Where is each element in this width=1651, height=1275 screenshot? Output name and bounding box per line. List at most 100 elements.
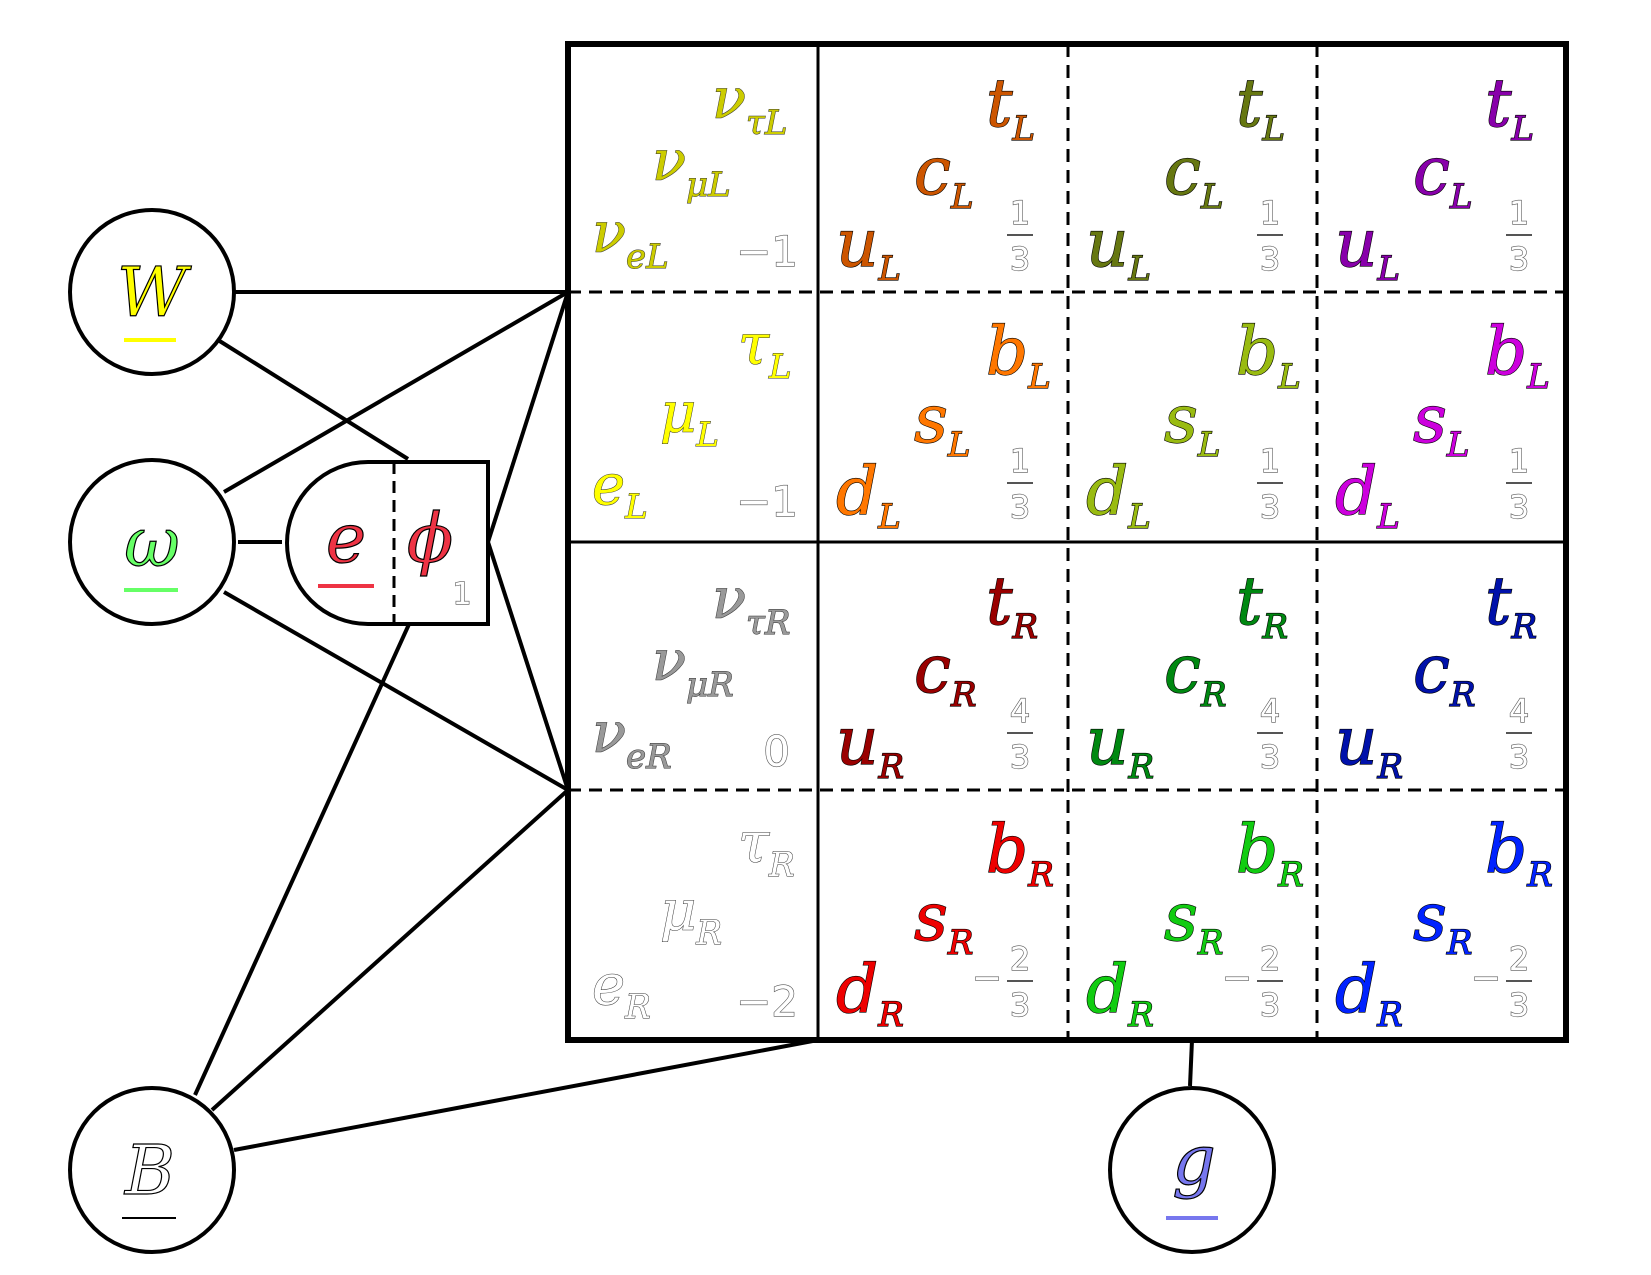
quark-d-R: dR — [1335, 951, 1403, 1035]
quark-charge-denominator: 3 — [1010, 738, 1030, 776]
lepton-mu-R: μR — [660, 879, 722, 953]
lepton-charge-row2: 0 — [763, 727, 790, 776]
boson-W-circle — [68, 208, 236, 376]
quark-charge-numerator: 2 — [1509, 940, 1529, 978]
quark-c-L: cL — [1413, 133, 1473, 217]
quark-charge-numerator: 4 — [1010, 692, 1030, 730]
quark-s-R: sR — [1413, 879, 1472, 963]
line-omega-grid-mid — [223, 590, 569, 792]
quark-charge-denominator: 3 — [1509, 738, 1529, 776]
line-capsule-grid-mid — [486, 541, 570, 791]
line-B-grid-bottom — [233, 1038, 819, 1152]
quark-charge-numerator: 2 — [1010, 940, 1030, 978]
lepton-nu-mu-R: νμR — [652, 629, 734, 705]
quark-b-R: bR — [986, 811, 1054, 895]
lepton-cell-row3: τR μR eR −2 — [592, 811, 799, 1028]
quark-s-R: sR — [914, 879, 973, 963]
quark-charge-numerator: 4 — [1260, 692, 1280, 730]
quark-c-R: cR — [1164, 631, 1227, 715]
boson-omega: ω — [68, 458, 236, 626]
quark-charge-denominator: 3 — [1509, 488, 1529, 526]
lepton-nu-e-L: νeL — [592, 201, 669, 277]
boson-B-symbol: B — [123, 1132, 175, 1211]
quark-charge-numerator: 1 — [1509, 194, 1529, 232]
capsule-outline — [285, 460, 490, 626]
boson-omega-symbol: ω — [124, 504, 179, 583]
lepton-cell-row0: ντL νμL νeL −1 — [592, 67, 799, 278]
fermion-grid — [565, 41, 1569, 1043]
lepton-nu-e-R: νeR — [592, 701, 672, 777]
quark-t-L: tL — [1485, 65, 1534, 149]
quark-c-L: cL — [1164, 133, 1224, 217]
line-capsule-grid-top — [486, 291, 570, 543]
quark-u-R: uR — [1086, 703, 1154, 787]
quark-u-L: uL — [1335, 205, 1400, 289]
quark-charge-denominator: 3 — [1260, 986, 1280, 1024]
quark-u-L: uL — [836, 205, 901, 289]
quark-charge-numerator: 2 — [1260, 940, 1280, 978]
lepton-cell-row2: ντR νμR νeR 0 — [592, 567, 791, 778]
capsule-e-symbol: e — [326, 500, 366, 579]
boson-B: B — [68, 1086, 236, 1254]
lepton-charge-row1: −1 — [736, 477, 798, 526]
line-B-grid-mid — [210, 788, 570, 1112]
quark-c-R: cR — [1413, 631, 1476, 715]
quark-u-R: uR — [836, 703, 904, 787]
boson-g-circle — [1108, 1086, 1276, 1254]
boson-g: g — [1108, 1086, 1276, 1254]
line-B-phi — [193, 621, 412, 1096]
quark-charge-sign: − — [1471, 958, 1501, 999]
quark-s-L: sL — [1164, 381, 1220, 465]
quark-b-L: bL — [986, 313, 1051, 397]
quark-charge-numerator: 1 — [1260, 194, 1280, 232]
quark-c-R: cR — [914, 631, 977, 715]
lepton-tau-R: τR — [738, 811, 795, 885]
quark-u-L: uL — [1086, 205, 1151, 289]
boson-g-symbol: g — [1172, 1122, 1216, 1201]
quark-charge-denominator: 3 — [1010, 488, 1030, 526]
boson-W: W — [68, 208, 236, 376]
lepton-nu-tau-R: ντR — [712, 567, 790, 643]
quark-charge-denominator: 3 — [1260, 240, 1280, 278]
quark-charge-denominator: 3 — [1260, 738, 1280, 776]
boson-B-circle — [68, 1086, 236, 1254]
lepton-mu-L: μL — [660, 381, 719, 455]
lepton-e-R: eR — [592, 953, 651, 1027]
quark-s-R: sR — [1164, 879, 1223, 963]
quark-s-L: sL — [1413, 381, 1469, 465]
capsule-phi-subscript: 1 — [452, 577, 471, 612]
lepton-e-L: eL — [592, 453, 648, 527]
quark-t-R: tR — [986, 563, 1038, 647]
quark-charge-numerator: 1 — [1509, 442, 1529, 480]
quark-d-L: dL — [1086, 453, 1151, 537]
quark-charge-denominator: 3 — [1010, 240, 1030, 278]
boson-omega-circle — [68, 458, 236, 626]
quark-charge-sign: − — [1222, 958, 1252, 999]
line-g-grid — [1188, 1039, 1194, 1087]
quark-charge-numerator: 1 — [1010, 442, 1030, 480]
quark-charge-numerator: 1 — [1010, 194, 1030, 232]
quark-charge-sign: − — [972, 958, 1002, 999]
quark-t-R: tR — [1236, 563, 1288, 647]
quark-u-R: uR — [1335, 703, 1403, 787]
capsule-phi-symbol: ϕ — [407, 500, 453, 579]
line-W-capsule — [216, 338, 410, 461]
quark-d-L: dL — [836, 453, 901, 537]
quark-t-R: tR — [1485, 563, 1537, 647]
quark-charge-denominator: 3 — [1509, 986, 1529, 1024]
quark-charge-numerator: 4 — [1509, 692, 1529, 730]
quark-charge-denominator: 3 — [1010, 986, 1030, 1024]
connection-lines — [193, 290, 1194, 1152]
quark-charge-denominator: 3 — [1509, 240, 1529, 278]
